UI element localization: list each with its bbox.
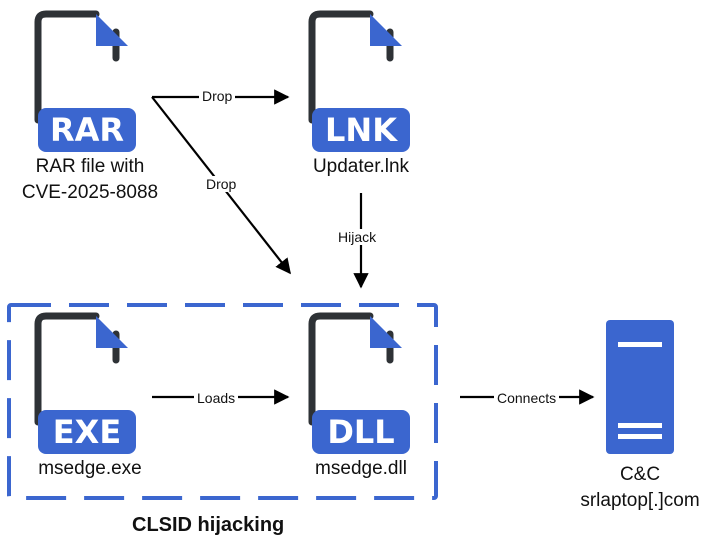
dll-file-icon: DLL xyxy=(308,312,410,454)
lnk-badge: LNK xyxy=(325,111,398,149)
exe-badge: EXE xyxy=(53,413,121,451)
edge-label-rar-dll: Drop xyxy=(203,176,240,192)
edge-label-exe-dll: Loads xyxy=(194,390,239,406)
edge-label-rar-lnk: Drop xyxy=(199,88,236,104)
exe-file-icon: EXE xyxy=(34,312,136,454)
rar-file-icon: RAR xyxy=(34,10,136,152)
lnk-file-icon: LNK xyxy=(308,10,410,152)
rar-caption: RAR file with CVE-2025-8088 xyxy=(21,156,159,203)
exe-caption: msedge.exe xyxy=(38,458,142,479)
lnk-caption: Updater.lnk xyxy=(312,156,410,177)
dll-caption: msedge.dll xyxy=(315,458,407,479)
server-icon xyxy=(606,320,674,454)
rar-badge: RAR xyxy=(50,111,124,149)
group-label: CLSID hijacking xyxy=(132,514,285,536)
edge-label-dll-server: Connects xyxy=(494,390,560,406)
dll-badge: DLL xyxy=(327,413,394,451)
server-caption: C&C srlaptop[.]com xyxy=(580,464,700,511)
edge-label-lnk-dll: Hijack xyxy=(335,229,380,245)
clsid-group-boundary xyxy=(7,303,438,500)
